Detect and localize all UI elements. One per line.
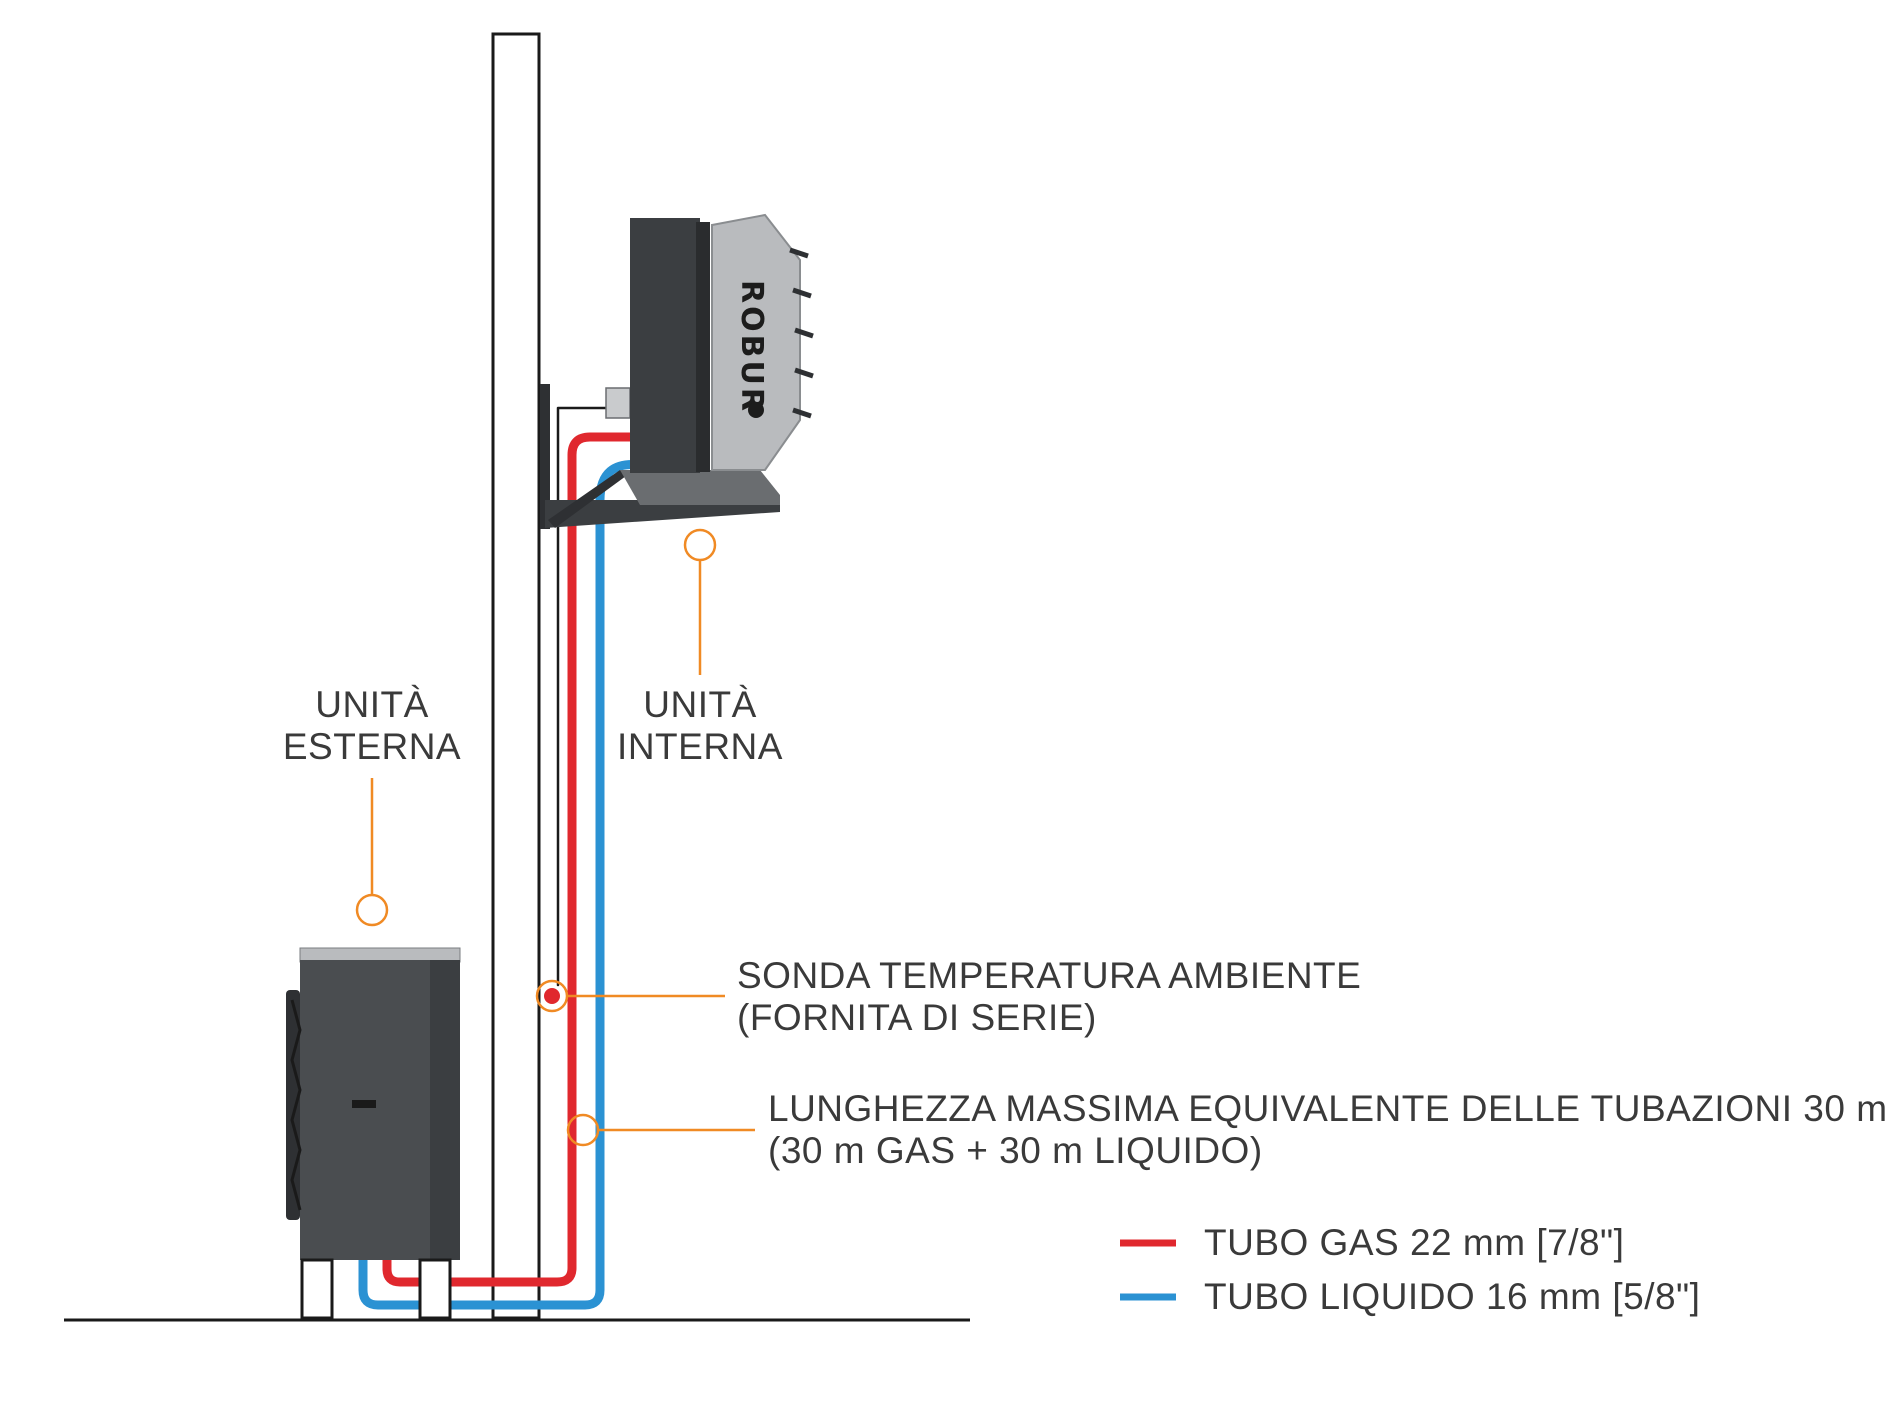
wall <box>491 32 541 1320</box>
gas-pipe <box>382 432 635 1287</box>
outdoor-unit-label: UNITÀ ESTERNA <box>272 684 472 768</box>
sensor-label-line2: (FORNITA DI SERIE) <box>737 997 1097 1038</box>
outdoor-unit-top <box>299 947 461 963</box>
pipe-length-label-line2: (30 m GAS + 30 m LIQUIDO) <box>768 1130 1263 1171</box>
indoor-unit: ROBUR <box>540 213 814 529</box>
wall-bracket-plate <box>540 384 550 529</box>
wall-bracket-strut <box>548 470 626 528</box>
pipes <box>358 406 646 1310</box>
indoor-unit-front-panel <box>711 213 801 471</box>
outdoor-unit-fan-grille <box>290 999 302 1211</box>
sensor-cable <box>556 406 622 987</box>
outdoor-unit-foot-left <box>300 1258 334 1320</box>
outdoor-unit-foot-right <box>418 1258 452 1320</box>
outdoor-unit-side <box>430 960 460 1260</box>
indoor-unit-label-line2: INTERNA <box>617 726 783 767</box>
robur-logo: ROBUR <box>734 280 769 414</box>
pipe-length-label-line1: LUNGHEZZA MASSIMA EQUIVALENTE DELLE TUBA… <box>768 1088 1888 1129</box>
legend-liquid-label: TUBO LIQUIDO 16 mm [5/8"] <box>1204 1276 1701 1317</box>
outdoor-unit-callout-marker <box>355 893 389 927</box>
wall-bracket-arm <box>545 500 780 528</box>
pipe-length-label: LUNGHEZZA MASSIMA EQUIVALENTE DELLE TUBA… <box>768 1088 1888 1172</box>
temperature-sensor-dot <box>544 988 560 1004</box>
indoor-unit-louvres <box>789 247 814 419</box>
indoor-unit-label-line1: UNITÀ <box>643 684 757 725</box>
outdoor-unit-label-line1: UNITÀ <box>315 684 429 725</box>
callouts <box>355 528 755 1147</box>
legend-gas-label: TUBO GAS 22 mm [7/8"] <box>1204 1222 1625 1263</box>
outdoor-unit-label-line2: ESTERNA <box>282 726 462 767</box>
indoor-unit-back <box>630 218 700 473</box>
outdoor-unit <box>286 947 461 1320</box>
indoor-unit-base <box>620 470 780 505</box>
indoor-unit-label: UNITÀ INTERNA <box>600 684 800 768</box>
robur-logo-mark <box>748 402 764 418</box>
junction-box <box>605 387 631 419</box>
liquid-pipe <box>358 459 646 1310</box>
indoor-unit-callout-marker <box>683 528 717 562</box>
indoor-unit-back-edge <box>696 222 710 472</box>
sensor-label-line1: SONDA TEMPERATURA AMBIENTE <box>737 955 1362 996</box>
sensor-label: SONDA TEMPERATURA AMBIENTE (FORNITA DI S… <box>737 955 1361 1039</box>
outdoor-unit-handle <box>352 1100 376 1108</box>
